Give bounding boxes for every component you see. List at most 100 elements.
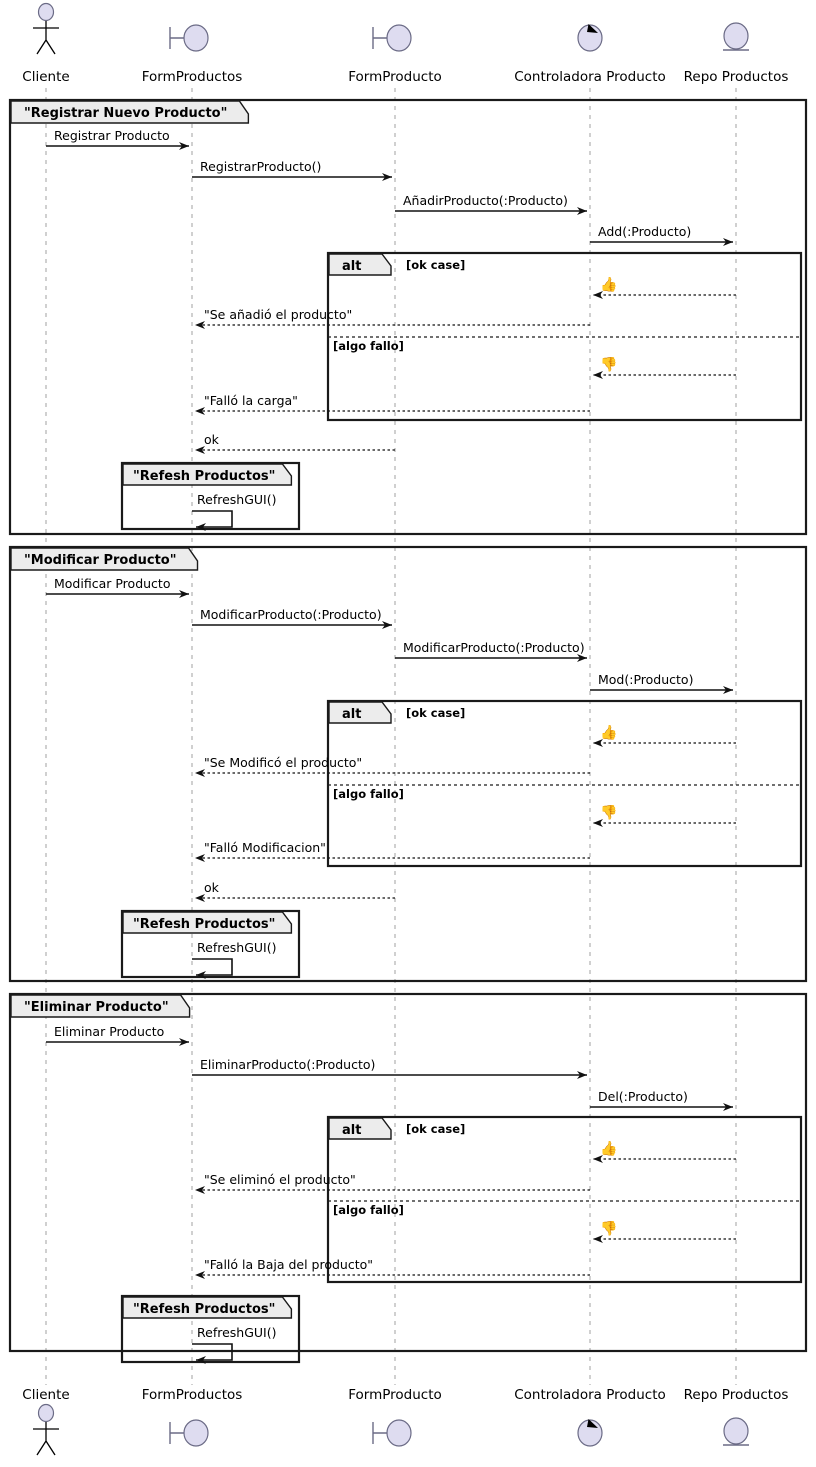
alt-tab [328, 1117, 392, 1140]
boundary-circle-icon [183, 1419, 209, 1447]
return-message-frag-registrar[interactable]: ok [195, 432, 395, 454]
message-frag-eliminar-2[interactable]: Del(:Producto) [590, 1089, 733, 1111]
fragment-tab-label: "Modificar Producto" [24, 553, 177, 568]
alt-message-frag-registrar-0-0[interactable]: 👍 [593, 276, 736, 299]
message-label: "Falló Modificacion" [204, 840, 326, 855]
message-frag-eliminar-1[interactable]: EliminarProducto(:Producto) [192, 1057, 587, 1079]
alt-message-frag-modificar-1-1[interactable]: "Falló Modificacion" [195, 840, 590, 862]
alt-keyword-label: alt [342, 707, 361, 722]
alt-fragment-frag-registrar: alt[ok case][algo fallo] [326, 251, 803, 422]
participant-feet-layer: Cliente FormProductos FormProducto Controla… [22, 1387, 789, 1456]
thumbs-down-icon: 👎 [600, 356, 617, 373]
fragment-frag-modificar: "Modificar Producto" [8, 545, 808, 983]
participant-head-repo[interactable]: Repo Productos [684, 22, 789, 85]
message-label: Registrar Producto [54, 128, 170, 143]
message-label: Mod(:Producto) [598, 672, 693, 687]
refresh-border [120, 461, 301, 531]
fragment-tab [10, 100, 250, 124]
participant-foot-label-formproducto: FormProducto [348, 1387, 442, 1403]
message-label: ModificarProducto(:Producto) [200, 607, 382, 622]
message-label: ok [204, 880, 220, 895]
message-label: "Se Modificó el producto" [204, 755, 362, 770]
message-label: Add(:Producto) [598, 224, 691, 239]
fragment-tab [10, 547, 199, 571]
message-frag-modificar-1[interactable]: ModificarProducto(:Producto) [192, 607, 392, 629]
self-message-arrow [192, 1343, 233, 1364]
lifelines-layer [45, 88, 737, 1385]
message-label: ModificarProducto(:Producto) [403, 640, 585, 655]
message-frag-registrar-3[interactable]: Add(:Producto) [590, 224, 733, 246]
alt-message-frag-registrar-1-1[interactable]: "Falló la carga" [195, 393, 590, 415]
refresh-fragment-frag-eliminar: "Refesh Productos" [120, 1294, 301, 1364]
alt-message-frag-eliminar-1-0[interactable]: 👎 [593, 1220, 736, 1243]
participant-head-cliente[interactable]: Cliente [22, 2, 70, 86]
boundary-bar-icon [372, 1422, 387, 1444]
participant-foot-repo[interactable]: Repo Productos [684, 1387, 789, 1446]
self-message[interactable]: RefreshGUI() [192, 1325, 276, 1364]
participant-head-formproducto[interactable]: FormProducto [348, 24, 442, 85]
message-frag-registrar-0[interactable]: Registrar Producto [46, 128, 189, 150]
alt-guard-1: [algo fallo] [333, 787, 404, 801]
alt-message-frag-eliminar-1-1[interactable]: "Falló la Baja del producto" [195, 1257, 590, 1279]
alt-message-frag-registrar-1-0[interactable]: 👎 [593, 356, 736, 379]
boundary-bar-icon [169, 1422, 184, 1444]
self-message-arrow [192, 510, 233, 531]
alt-tab [328, 253, 392, 276]
fragment-border [8, 992, 808, 1353]
participant-foot-label-formproductos: FormProductos [142, 1387, 243, 1403]
alt-keyword-label: alt [342, 259, 361, 274]
alt-message-frag-registrar-0-1[interactable]: "Se añadió el producto" [195, 307, 590, 329]
thumbs-down-icon: 👎 [600, 804, 617, 821]
message-frag-registrar-1[interactable]: RegistrarProducto() [192, 159, 392, 181]
refresh-tab [122, 1296, 293, 1319]
actor-body-icon [33, 1422, 59, 1456]
participant-foot-label-repo: Repo Productos [684, 1387, 789, 1403]
message-label: AñadirProducto(:Producto) [403, 193, 568, 208]
alt-message-frag-eliminar-0-0[interactable]: 👍 [593, 1140, 736, 1163]
boundary-circle-icon [183, 24, 209, 52]
participant-label-repo: Repo Productos [684, 69, 789, 85]
actor-body-icon [33, 21, 59, 55]
participant-head-controladora[interactable]: Controladora Producto [514, 24, 666, 85]
self-message-arrow [192, 958, 233, 979]
participant-head-formproductos[interactable]: FormProductos [142, 24, 243, 85]
frames-layer: "Registrar Nuevo Producto"alt[ok case][a… [8, 98, 808, 1364]
participant-foot-label-controladora: Controladora Producto [514, 1387, 666, 1403]
participant-label-formproductos: FormProductos [142, 69, 243, 85]
message-frag-modificar-2[interactable]: ModificarProducto(:Producto) [395, 640, 587, 662]
actor-head-icon [37, 2, 55, 22]
refresh-border [120, 1294, 301, 1364]
message-frag-eliminar-0[interactable]: Eliminar Producto [46, 1024, 189, 1046]
entity-circle-icon [723, 22, 749, 50]
fragment-border [8, 98, 808, 536]
thumbs-up-icon: 👍 [600, 276, 617, 293]
participant-foot-formproducto[interactable]: FormProducto [348, 1387, 442, 1447]
message-frag-modificar-3[interactable]: Mod(:Producto) [590, 672, 733, 694]
alt-keyword-label: alt [342, 1123, 361, 1138]
message-label: "Falló la carga" [204, 393, 298, 408]
fragment-frag-registrar: "Registrar Nuevo Producto" [8, 98, 808, 536]
participant-foot-controladora[interactable]: Controladora Producto [514, 1387, 666, 1447]
alt-message-frag-modificar-0-0[interactable]: 👍 [593, 724, 736, 747]
alt-message-frag-eliminar-0-1[interactable]: "Se eliminó el producto" [195, 1172, 590, 1194]
fragment-tab-label: "Eliminar Producto" [24, 1000, 169, 1015]
alt-guard-1: [algo fallo] [333, 1203, 404, 1217]
refresh-fragment-frag-modificar: "Refesh Productos" [120, 909, 301, 979]
self-message[interactable]: RefreshGUI() [192, 492, 276, 531]
message-label: "Falló la Baja del producto" [204, 1257, 373, 1272]
alt-message-frag-modificar-0-1[interactable]: "Se Modificó el producto" [195, 755, 590, 777]
participant-label-cliente: Cliente [22, 69, 69, 85]
alt-guard-0: [ok case] [406, 258, 465, 272]
participant-foot-cliente[interactable]: Cliente [22, 1387, 70, 1456]
self-message-label: RefreshGUI() [197, 1325, 276, 1340]
alt-message-frag-modificar-1-0[interactable]: 👎 [593, 804, 736, 827]
message-frag-registrar-2[interactable]: AñadirProducto(:Producto) [395, 193, 587, 215]
message-frag-modificar-0[interactable]: Modificar Producto [46, 576, 189, 598]
participant-foot-formproductos[interactable]: FormProductos [142, 1387, 243, 1447]
self-message-label: RefreshGUI() [197, 492, 276, 507]
boundary-circle-icon [386, 1419, 412, 1447]
self-message[interactable]: RefreshGUI() [192, 940, 276, 979]
return-message-frag-modificar[interactable]: ok [195, 880, 395, 902]
control-arrow-icon [587, 1419, 598, 1428]
